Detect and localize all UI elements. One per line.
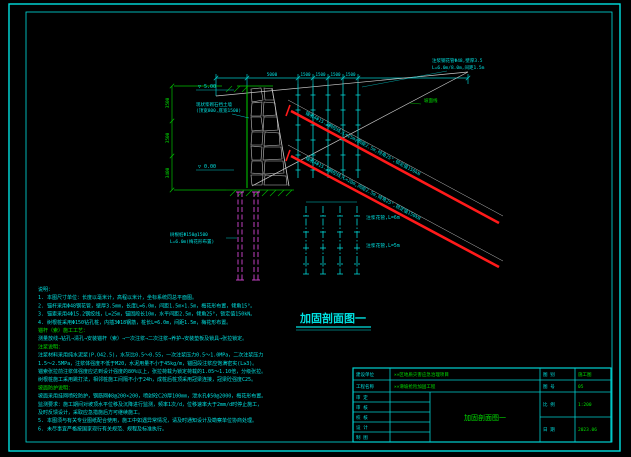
- note-line: 及时反馈设计，采取应急措施后方可继续施工。: [38, 409, 143, 416]
- org-value: ××区地质灾害应急治理项目: [394, 371, 449, 378]
- wall-label-line1: 现状浆砌石挡土墙: [196, 101, 232, 108]
- sign-row-label: 校 核: [356, 414, 368, 421]
- anchor-cable-1: [290, 109, 500, 225]
- dim-label: 1500: [330, 72, 341, 77]
- note-line: 4. 树根桩采用Φ150钻孔桩，内插3Φ18钢筋，桩长L=6.0m，间距1.5m…: [38, 319, 231, 326]
- note-line: 树根桩施工采用跳打法，相邻桩施工间隔不小于24h，成桩后桩顶采用冠梁连接，冠梁砼…: [38, 376, 256, 383]
- elevation-marks: ▽ 5.00 ▽ 0.00: [196, 84, 234, 171]
- grout-label-1: 注浆花管,L=6m: [366, 214, 400, 221]
- dim-label: 3500: [165, 97, 171, 108]
- pipe-note-line1: 注浆钢花管Φ48,壁厚3.5: [432, 57, 483, 64]
- note-line: 锚索张拉前注浆体强度应达到设计强度的80%以上，张拉荷载为锁定荷载的1.05～1…: [38, 368, 266, 375]
- note-line: 测量放线→钻孔→清孔→安装锚杆（索）→一次注浆→二次注浆→养护→安装垫板及锁具→…: [38, 335, 247, 342]
- wall-label-line2: (顶宽800,底宽1500): [196, 107, 241, 114]
- pipe-note: 注浆钢花管Φ48,壁厚3.5 L=6.0m/8.0m,间距1.5m: [361, 57, 485, 88]
- notes-block: 说明： 1. 本图尺寸单位：长度以毫米计，高程以米计，坐标系统同总平面图。 2.…: [38, 286, 266, 432]
- note-line: 坡面采用挂网喷砼防护，钢筋网Φ8@200×200，喷射砼C20厚100mm，泄水…: [38, 393, 266, 400]
- sign-row-label: 制 图: [356, 434, 368, 441]
- project-label: 工程名称: [356, 383, 374, 390]
- elevation-bottom-label: ▽ 0.00: [198, 164, 216, 170]
- top-dimension-labels: 5000 1500 1500 1500 1500: [267, 72, 356, 78]
- sign-row-label: 审 核: [356, 404, 368, 411]
- date-label: 日 期: [543, 427, 555, 433]
- note-line: 注浆材料采用纯水泥浆(P.O42.5)，水灰比0.5～0.55，一次注浆压力0.…: [38, 352, 263, 359]
- wall-annotation: 现状浆砌石挡土墙 (顶宽800,底宽1500): [196, 101, 250, 119]
- sign-row-label: 审 定: [356, 394, 368, 401]
- dim-label: 5000: [267, 72, 278, 78]
- note-line: 说明：: [38, 286, 53, 293]
- base-ground-hatch: [226, 189, 294, 197]
- note-line: 1.5～2.5MPa，注浆体强度不低于M20，水泥用量不小于45kg/m，锚固段…: [38, 360, 257, 367]
- dim-label: 3400: [165, 167, 171, 178]
- note-line: 锚杆（索）施工工艺：: [38, 327, 88, 334]
- scale-value: 1:200: [578, 402, 592, 408]
- project-value: ××滑坡抢险加固工程: [394, 383, 436, 390]
- title-block-drawing-name: 加固剖面图一: [464, 413, 506, 422]
- drawing-frame: [8, 3, 621, 452]
- drawing-title: 加固剖面图一: [296, 311, 371, 331]
- title-block-grid: [352, 367, 612, 443]
- ground-hatch-top: [225, 85, 249, 93]
- date-value: 2023.06: [578, 427, 597, 433]
- no-label: 图 号: [543, 384, 555, 390]
- note-line: 3. 锚索采用4Φ15.2钢绞线，L=25m，锚固段长10m，水平间距2.5m，…: [38, 311, 255, 318]
- anchor-cable-2: [290, 154, 500, 269]
- note-line: 注浆说明：: [38, 343, 63, 350]
- slope-lines: [215, 71, 469, 187]
- sign-row-label: 设 计: [356, 424, 368, 431]
- dim-label: 1500: [300, 72, 311, 77]
- grout-label-2: 注浆花管,L=5m: [366, 242, 400, 249]
- root-pile-label-line2: L=6.0m(梅花形布置): [170, 238, 214, 245]
- no-value: 05: [578, 384, 584, 390]
- masonry-stones: [250, 87, 288, 186]
- left-dimension-chain: [169, 83, 226, 193]
- top-dimension-chain: [213, 74, 471, 96]
- dim-label: 1500: [315, 72, 326, 77]
- slope-line-label: 坡面线: [424, 97, 438, 104]
- retaining-wall: [225, 85, 294, 197]
- pipe-note-line2: L=6.0m/8.0m,间距1.5m: [432, 64, 485, 71]
- note-line: 坡面防护说明：: [38, 384, 73, 391]
- title-block: 建设单位 ××区地质灾害应急治理项目 工程名称 ××滑坡抢险加固工程 审 定 审…: [352, 367, 612, 443]
- left-dimension-labels: 3500 3500 3400: [165, 97, 171, 178]
- dim-label: 1500: [345, 72, 356, 77]
- org-label: 建设单位: [356, 371, 374, 378]
- note-line: 5. 本图须与有关专业图纸配合使用，施工中如遇异常情况，请及时通知设计及勘察单位…: [38, 417, 257, 424]
- type-value: 施工图: [578, 371, 592, 378]
- anchor-cables: 锚索4Φ15.2钢绞线,L=25m,间距2.5m,倾角25°,锁定值150kN …: [285, 99, 504, 269]
- dim-label: 3500: [165, 132, 171, 143]
- note-line: 监测要求：施工期间对坡顶水平位移及沉降进行监测，频率1次/d，位移速率大于2mm…: [38, 401, 262, 408]
- slope-surface-label: 坡面线: [409, 97, 438, 105]
- type-label: 图 别: [543, 371, 555, 378]
- note-line: 1. 本图尺寸单位：长度以毫米计，高程以米计，坐标系统同总平面图。: [38, 294, 197, 301]
- elevation-top-label: ▽ 5.00: [198, 84, 216, 90]
- scale-label: 比 例: [543, 401, 555, 408]
- root-pile-group: 树根桩Φ150@1500 L=6.0m(梅花形布置): [170, 191, 261, 281]
- grouting-pipe-group: 注浆花管,L=6m 注浆花管,L=5m: [302, 201, 400, 275]
- note-line: 2. 锚杆采用Φ48钢花管，壁厚3.5mm，长度L=6.0m，间距1.5m×1.…: [38, 302, 255, 309]
- root-pile-label-line1: 树根桩Φ150@1500: [170, 231, 208, 238]
- note-line: 6. 未尽事宜严格按国家现行有关规范、规程及标准执行。: [38, 425, 167, 432]
- drawing-title-text: 加固剖面图一: [299, 311, 366, 325]
